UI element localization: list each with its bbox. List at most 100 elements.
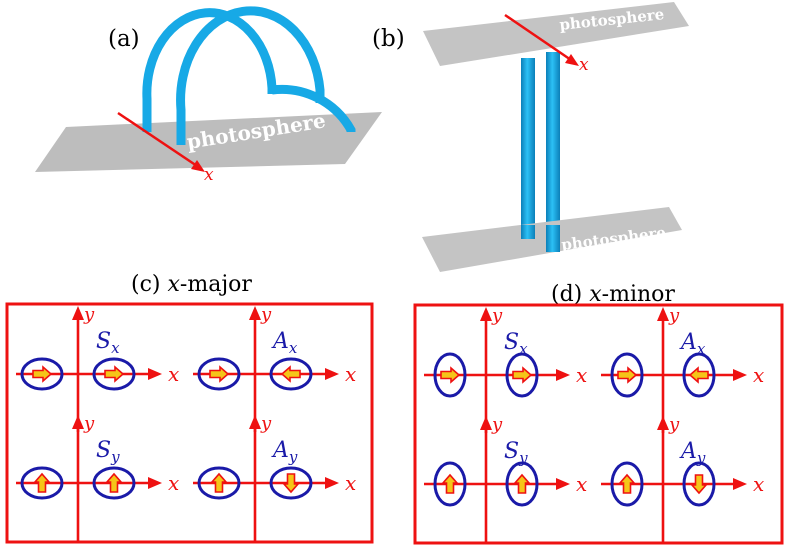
panel-d-mode-1-mode-label: Sx xyxy=(504,330,528,358)
panel-c-mode-2-mode-label: Ax xyxy=(271,329,298,357)
panel-c-mode-3-displacement-arrow-2 xyxy=(105,472,123,493)
panel-b: (b) photosphere photosphere x xyxy=(372,2,689,272)
panel-d-mode-3-x-arrowhead xyxy=(556,478,570,490)
front-loop-tube-right xyxy=(271,84,356,133)
panel-c-mode-4-x-label: x xyxy=(345,471,356,495)
panel-d-mode-4-flux-tube-1 xyxy=(610,461,644,507)
panel-d-mode-3-flux-tube-1 xyxy=(433,461,467,507)
panel-d-frame xyxy=(413,303,784,545)
panel-d-mode-4-x-label: x xyxy=(753,472,764,496)
x-axis-b-label: x xyxy=(579,55,589,75)
x-axis-a-label: x xyxy=(204,165,214,185)
panel-d-mode-1-y-arrowhead xyxy=(480,307,492,321)
panel-d-mode-2-y-arrowhead xyxy=(657,307,669,321)
panel-a: (a) photosphere x xyxy=(35,6,382,185)
panel-c-mode-3-x-arrowhead xyxy=(148,477,162,489)
panel-d-mode-2-x-label: x xyxy=(753,363,764,387)
panel-c-mode-2-x-label: x xyxy=(345,362,356,386)
panel-d-mode-2-flux-tube-1 xyxy=(610,352,644,398)
panel-c-mode-3-x-label: x xyxy=(168,471,179,495)
panel-d-mode-4-mode-label: Ay xyxy=(679,439,706,467)
panel-c-mode-2-flux-tube-1 xyxy=(197,357,241,391)
tube-left-foot xyxy=(521,225,535,239)
panel-c-mode-2-x-arrowhead xyxy=(325,368,339,380)
panel-d-mode-1-flux-tube-1 xyxy=(433,352,467,398)
panel-c-mode-1-x-arrowhead xyxy=(148,368,162,380)
panel-c-mode-2-y-arrowhead xyxy=(249,306,261,320)
panel-c-mode-3: x ySy xyxy=(16,413,179,541)
panel-d-mode-3-y-label: y xyxy=(491,414,503,435)
panel-c-mode-2-flux-tube-2 xyxy=(269,357,313,391)
panel-c-mode-2-displacement-arrow-1 xyxy=(209,365,230,383)
x-axis-b xyxy=(504,13,575,64)
panel-d-mode-3: x ySy xyxy=(424,414,587,542)
panel-c-mode-4-flux-tube-2 xyxy=(269,466,313,500)
panel-d-mode-4-displacement-arrow-2 xyxy=(690,474,708,495)
panel-c-mode-4-flux-tube-1 xyxy=(197,466,241,500)
panel-d-mode-4-y-arrowhead xyxy=(657,416,669,430)
panel-c-mode-3-displacement-arrow-1 xyxy=(33,472,51,493)
panel-d-mode-2-mode-label: Ax xyxy=(679,330,706,358)
panel-d-mode-1-x-arrowhead xyxy=(556,369,570,381)
panel-c-title: (c) x-major xyxy=(131,272,252,297)
panel-c-mode-1-y-label: y xyxy=(83,304,95,325)
panel-d-title: (d) x-minor xyxy=(551,282,675,307)
photosphere-plane-a xyxy=(35,112,382,172)
panel-d-mode-1-displacement-arrow-1 xyxy=(440,366,461,384)
panel-b-label: (b) xyxy=(372,26,405,52)
panel-d-mode-2-displacement-arrow-2 xyxy=(688,366,709,384)
panel-c-mode-1-displacement-arrow-2 xyxy=(104,365,125,383)
panel-d-mode-4: x yAy xyxy=(601,414,764,542)
photosphere-plane-top xyxy=(423,2,689,66)
panel-d-mode-1-y-label: y xyxy=(491,305,503,326)
panel-d-mode-2-flux-tube-2 xyxy=(682,352,716,398)
panel-d-mode-4-flux-tube-2 xyxy=(682,461,716,507)
panel-c-mode-3-mode-label: Sy xyxy=(96,438,120,466)
panel-c-mode-2: x yAx xyxy=(193,304,356,432)
panel-d-mode-1-flux-tube-2 xyxy=(505,352,539,398)
panel-c-mode-2-y-label: y xyxy=(260,304,272,325)
panel-d-mode-2-displacement-arrow-1 xyxy=(617,366,638,384)
panel-c-frame xyxy=(5,302,374,544)
panel-a-label: (a) xyxy=(108,26,140,52)
panel-d-mode-1-displacement-arrow-2 xyxy=(512,366,533,384)
front-loop-tube-left xyxy=(142,8,277,132)
panel-c-mode-1-flux-tube-1 xyxy=(20,357,64,391)
panel-d-mode-4-y-label: y xyxy=(668,414,680,435)
panel-c-mode-1-x-label: x xyxy=(168,362,179,386)
x-axis-b-arrowhead xyxy=(565,54,579,66)
vertical-tube-left xyxy=(521,58,535,238)
panel-c-mode-1-flux-tube-2 xyxy=(92,357,136,391)
panel-d-mode-4-x-arrowhead xyxy=(733,478,747,490)
panel-c-mode-3-flux-tube-2 xyxy=(92,466,136,500)
panel-c-mode-4-y-arrowhead xyxy=(249,415,261,429)
panel-d-mode-2-x-arrowhead xyxy=(733,369,747,381)
panel-c-mode-4-mode-label: Ay xyxy=(271,438,298,466)
panel-d-mode-3-mode-label: Sy xyxy=(504,439,528,467)
panel-c-mode-4-displacement-arrow-1 xyxy=(210,472,228,493)
x-axis-a-arrowhead xyxy=(191,160,205,172)
panel-c-mode-4-x-arrowhead xyxy=(325,477,339,489)
panel-c-mode-1-displacement-arrow-1 xyxy=(32,365,53,383)
x-axis-a xyxy=(117,111,201,170)
panel-c-mode-1-y-arrowhead xyxy=(72,306,84,320)
panel-c-mode-4-displacement-arrow-2 xyxy=(282,473,300,494)
panel-c-mode-3-y-arrowhead xyxy=(72,415,84,429)
panel-d-mode-1-x-label: x xyxy=(576,363,587,387)
panel-d-mode-4-displacement-arrow-1 xyxy=(618,473,636,494)
panel-c-mode-3-flux-tube-1 xyxy=(20,466,64,500)
panel-d-mode-3-y-arrowhead xyxy=(480,416,492,430)
vertical-tube-right xyxy=(546,52,560,252)
tube-right-foot xyxy=(546,225,560,252)
panel-d-mode-2-y-label: y xyxy=(668,305,680,326)
panel-c-mode-1-mode-label: Sx xyxy=(96,329,120,357)
panel-d-mode-3-flux-tube-2 xyxy=(505,461,539,507)
panel-d-mode-3-x-label: x xyxy=(576,472,587,496)
panel-c-mode-3-y-label: y xyxy=(83,413,95,434)
